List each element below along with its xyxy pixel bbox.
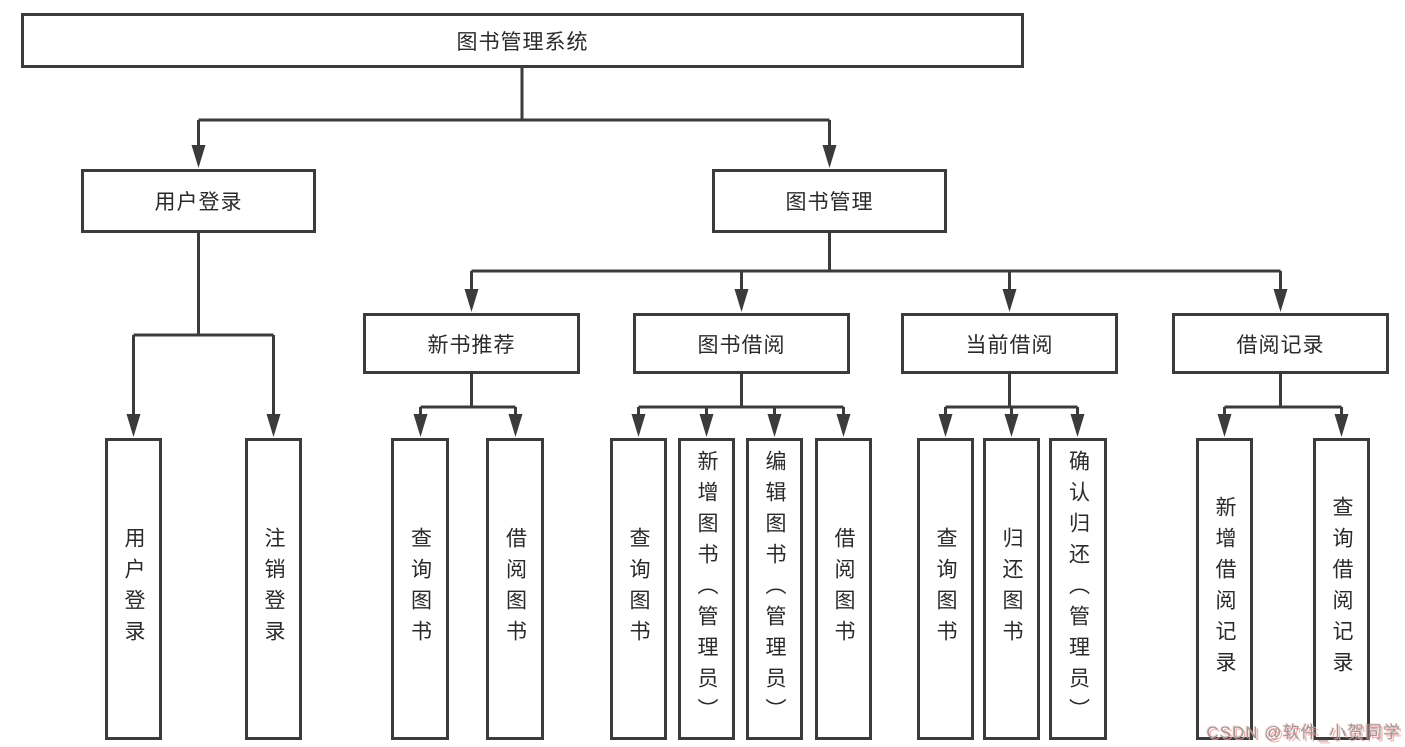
node-label: 新书推荐: [427, 333, 516, 357]
node-label: 图书管理: [785, 191, 874, 214]
leaf-logout-login: 注销登录: [245, 438, 302, 740]
leaf-borrow-book: 借阅图书: [815, 438, 872, 740]
node-label: 图书管理系统: [456, 30, 589, 54]
node-label: 新增图书（管理员）: [695, 449, 718, 729]
node-label: 借阅图书: [832, 527, 855, 651]
node-new-book-recommend: 新书推荐: [363, 313, 580, 374]
node-current-borrow: 当前借阅: [901, 313, 1118, 374]
node-label: 查询借阅记录: [1330, 496, 1353, 682]
node-label: 确认归还（管理员）: [1066, 449, 1090, 729]
leaf-confirm-return-admin: 确认归还（管理员）: [1049, 438, 1107, 740]
leaf-edit-book-admin: 编辑图书（管理员）: [746, 438, 803, 740]
csdn-watermark: CSDN @软件_小贺同学: [1206, 723, 1401, 742]
node-label: 图书借阅: [697, 333, 786, 357]
node-label: 新增借阅记录: [1213, 496, 1236, 682]
leaf-add-borrow-record: 新增借阅记录: [1196, 438, 1253, 740]
node-library-management-system: 图书管理系统: [21, 13, 1024, 68]
leaf-query-book-borrow: 查询图书: [610, 438, 667, 740]
node-borrow-records: 借阅记录: [1172, 313, 1389, 374]
leaf-user-login: 用户登录: [105, 438, 162, 740]
leaf-query-book-current: 查询图书: [917, 438, 974, 740]
node-label: 归还图书: [1000, 527, 1023, 651]
node-user-login: 用户登录: [81, 169, 316, 233]
node-label: 用户登录: [154, 191, 243, 214]
leaf-return-book: 归还图书: [983, 438, 1040, 740]
node-label: 查询图书: [934, 527, 957, 651]
node-label: 注销登录: [262, 527, 285, 651]
node-label: 查询图书: [627, 527, 650, 651]
node-book-borrow: 图书借阅: [633, 313, 850, 374]
node-label: 当前借阅: [965, 333, 1054, 357]
node-book-management: 图书管理: [712, 169, 947, 233]
node-label: 借阅图书: [503, 527, 527, 651]
node-label: 编辑图书（管理员）: [763, 449, 786, 729]
node-label: 用户登录: [122, 527, 145, 651]
leaf-add-book-admin: 新增图书（管理员）: [678, 438, 735, 740]
node-label: 查询图书: [408, 527, 432, 651]
leaf-borrow-book-recommend: 借阅图书: [486, 438, 544, 740]
node-label: 借阅记录: [1236, 333, 1325, 357]
leaf-query-borrow-record: 查询借阅记录: [1313, 438, 1370, 740]
leaf-query-book-recommend: 查询图书: [391, 438, 449, 740]
